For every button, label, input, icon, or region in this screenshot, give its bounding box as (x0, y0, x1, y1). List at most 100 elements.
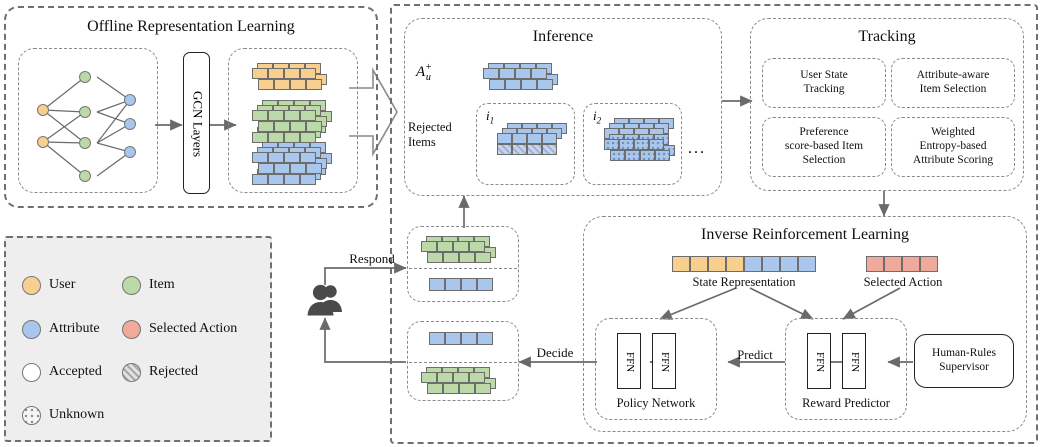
item-embeddings-cell (252, 110, 268, 121)
state-cell-attribute (762, 256, 780, 272)
item-embeddings-cell (284, 110, 300, 121)
reward-predictor-box (785, 318, 907, 420)
rejected-items-label: Rejected Items (408, 120, 472, 150)
legend-attribute-swatch (22, 320, 41, 339)
tracking-module-attribute-aware-item-selection[interactable]: Attribute-aware Item Selection (891, 58, 1015, 108)
i1-accepted-tile-cell (542, 133, 557, 144)
embeddings-subpanel (228, 48, 358, 193)
state-cell-user (690, 256, 708, 272)
graph-subpanel (18, 48, 158, 193)
rejected-items-line1: Rejected (408, 120, 452, 134)
i1-accepted-tile-cell (527, 133, 542, 144)
respond-item-tile-cell (469, 241, 485, 252)
item-embeddings-cell (268, 110, 284, 121)
respond-attribute-tile-cell (461, 278, 477, 291)
rejected-item-2-label: i2 (593, 108, 601, 126)
respond-label: Respond (349, 251, 395, 266)
tm3l1: Entropy-based (919, 140, 987, 153)
item-embeddings-cell (258, 121, 274, 132)
decide-item-tile-cell (427, 383, 443, 394)
tm2l2: Selection (802, 153, 846, 166)
legend-user-swatch (22, 276, 41, 295)
decide-item-tile-cell (459, 383, 475, 394)
item-embeddings-cell (300, 110, 316, 121)
respond-item-tile-cell (427, 252, 443, 263)
user-embeddings-cell (284, 68, 300, 79)
user-embeddings-cell (252, 68, 268, 79)
predict-label: Predict (737, 348, 773, 362)
respond-state-panel (407, 226, 519, 302)
decide-item-tile-cell (443, 383, 459, 394)
policy-ffn-left: FFN (617, 333, 641, 389)
attr-set-tile-cell (515, 68, 531, 79)
legend-attribute-label: Attribute (49, 321, 100, 336)
legend-accepted-swatch (22, 363, 41, 382)
tracking-panel (750, 18, 1024, 191)
attribute-embeddings-cell (290, 163, 306, 174)
decide-attribute-tile-cell (429, 332, 445, 345)
item-embeddings-cell (274, 121, 290, 132)
tracking-module-preference-score-based-item-selection[interactable]: Preference score-based Item Selection (762, 117, 886, 177)
attr-set-tile-cell (521, 79, 537, 90)
item1-base: i (486, 108, 490, 123)
reward-predictor-label: Reward Predictor (802, 396, 890, 410)
legend-selected-action-label: Selected Action (149, 321, 238, 336)
attribute-embeddings-cell (268, 152, 284, 163)
decide-item-tile-cell (475, 383, 491, 394)
reward-ffn-left: FFN (807, 333, 831, 389)
tm1l0: Attribute-aware (916, 69, 990, 82)
hr1: Supervisor (939, 361, 989, 373)
attribute-embeddings-cell (268, 174, 284, 185)
i1-rejected-tile-cell (512, 144, 527, 155)
attr-set-tile-cell (489, 79, 505, 90)
rejected-items-line2: Items (408, 134, 436, 149)
tracking-module-user-state-tracking[interactable]: User State Tracking (762, 58, 886, 108)
graph-node-user-1 (37, 136, 49, 148)
user-embeddings-cell (258, 79, 274, 90)
decide-label: Decide (536, 345, 574, 360)
action-cell (902, 256, 920, 272)
user-embeddings-cell (290, 79, 306, 90)
offline-representation-learning-panel (4, 6, 378, 208)
legend-panel (4, 236, 272, 442)
state-cell-attribute (798, 256, 816, 272)
i2-unknown-tile-cell (604, 139, 619, 150)
tracking-title: Tracking (858, 28, 916, 45)
user-embeddings-cell (268, 68, 284, 79)
decide-attribute-tile-cell (445, 332, 461, 345)
state-cell-attribute (780, 256, 798, 272)
respond-item-tile-cell (475, 252, 491, 263)
state-representation-label: State Representation (692, 275, 796, 289)
graph-node-item-3 (79, 170, 91, 182)
i2-unknown-tile-cell (625, 150, 640, 161)
policy-ffn-right: FFN (652, 333, 676, 389)
respond-attribute-tile-cell (445, 278, 461, 291)
attr-set-tile-cell (499, 68, 515, 79)
state-cell-user (708, 256, 726, 272)
respond-item-tile-cell (443, 252, 459, 263)
decide-panel-divider (409, 362, 517, 363)
legend-accepted-label: Accepted (49, 364, 102, 379)
inference-title: Inference (532, 28, 594, 45)
irl-panel (583, 216, 1027, 432)
decide-action-panel (407, 321, 519, 401)
legend-item-swatch (122, 276, 141, 295)
tracking-module-1-text: Attribute-aware Item Selection (917, 69, 990, 97)
tracking-module-weighted-entropy-based-attribute-scoring[interactable]: Weighted Entropy-based Attribute Scoring (891, 117, 1015, 177)
human-rules-supervisor-box[interactable]: Human-Rules Supervisor (914, 334, 1014, 388)
inference-panel (404, 18, 722, 196)
attribute-embeddings-cell (258, 163, 274, 174)
attr-set-base: A (416, 64, 426, 80)
i1-accepted-tile-cell (512, 133, 527, 144)
selected-action-label: Selected Action (863, 275, 943, 289)
tm0l1: Tracking (803, 83, 845, 95)
i1-rejected-tile-cell (497, 144, 512, 155)
tracking-module-3-text: Weighted Entropy-based Attribute Scoring (913, 126, 993, 167)
offline-title: Offline Representation Learning (87, 18, 295, 35)
item-embeddings-cell (290, 121, 306, 132)
